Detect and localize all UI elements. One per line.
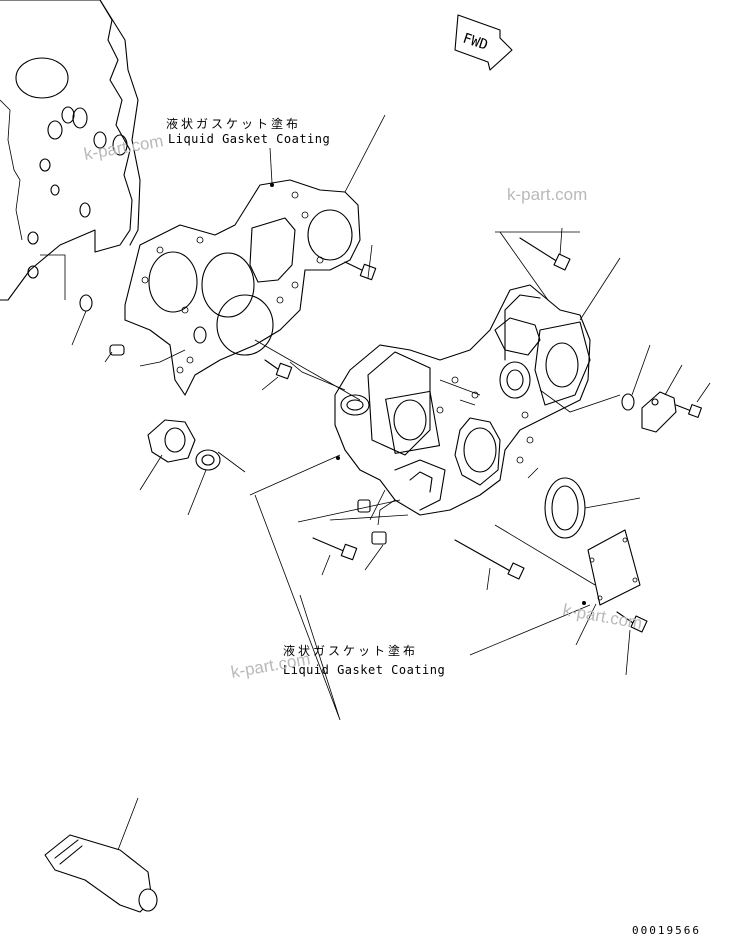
pointer-o-ring xyxy=(217,451,246,473)
fwd-direction-arrow: FWD xyxy=(454,14,513,71)
bolt-plate-bottom xyxy=(261,359,293,391)
liquid-gasket-tube xyxy=(44,797,158,913)
thermostat-housing xyxy=(139,419,196,491)
bolt-long-top xyxy=(519,227,571,271)
engine-block xyxy=(0,0,141,301)
fwd-label: FWD xyxy=(461,31,490,54)
watermark-2: k-part.com xyxy=(507,185,587,204)
bolt-lower-left xyxy=(312,537,358,576)
bolt-small-right xyxy=(675,382,711,418)
leader-lines xyxy=(139,114,621,721)
bolt-long-lower xyxy=(454,539,525,591)
plug-lower xyxy=(357,499,387,571)
gasket-point-middle xyxy=(336,456,340,460)
front-cover xyxy=(334,284,591,526)
small-dowel xyxy=(104,344,125,363)
label-bottom-jp: 液状ガスケット塗布 xyxy=(283,643,418,658)
label-top-jp: 液状ガスケット塗布 xyxy=(166,116,301,131)
watermark-3: k-part.com xyxy=(229,649,311,682)
dowel-pin xyxy=(71,294,93,346)
front-plate xyxy=(124,179,361,396)
oil-seal xyxy=(544,477,641,539)
bolt-cover-plate xyxy=(616,611,648,676)
gasket-point-top xyxy=(270,183,274,187)
bolt-plate-top xyxy=(344,244,377,281)
cover-plate xyxy=(575,529,641,646)
small-plug xyxy=(621,344,651,411)
label-bottom-en: Liquid Gasket Coating xyxy=(283,663,445,677)
o-ring xyxy=(187,449,221,516)
watermark-4: k-part.com xyxy=(561,600,643,633)
label-top-en: Liquid Gasket Coating xyxy=(168,132,330,146)
gasket-point-bottom xyxy=(582,601,586,605)
drawing-number: 00019566 xyxy=(632,924,701,937)
cover-plate-small xyxy=(641,364,683,433)
